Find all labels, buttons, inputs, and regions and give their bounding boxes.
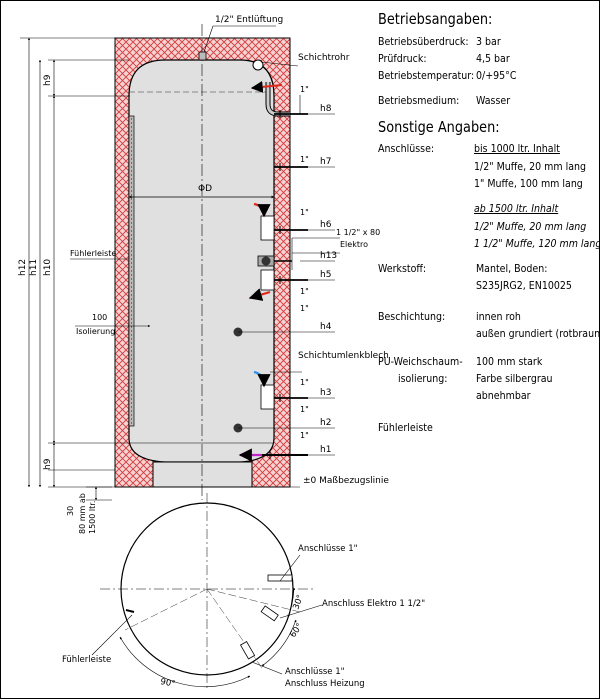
- bis1000-line2: 1" Muffe, 100 mm lang: [474, 177, 583, 190]
- fuehlerleiste-left-label: Fühlerleiste: [70, 249, 116, 258]
- h13-label: h13: [320, 251, 337, 261]
- size-label-h5: 1": [300, 287, 309, 296]
- beschichtung-value1: innen roh: [476, 310, 521, 323]
- h10-label: h10: [43, 259, 53, 276]
- flow-arrow-h5: [248, 288, 271, 301]
- nozzle-h4: [233, 327, 335, 337]
- pruefdruck-value: 4,5 bar: [476, 52, 510, 65]
- werkstoff-value1: Mantel, Boden:: [476, 262, 548, 275]
- elektro-flange: [257, 237, 340, 270]
- nozzle-h2: [233, 423, 335, 433]
- beschichtung-label: Beschichtung:: [378, 310, 446, 323]
- tank-body: [128, 59, 275, 488]
- h9-bottom-label: h9: [43, 458, 53, 470]
- nozzle-h7: [274, 163, 335, 171]
- betriebstemperatur-label: Betriebstemperatur:: [378, 69, 475, 82]
- schichtumlenkblech-label: Schichtumlenkblech: [298, 351, 389, 361]
- plan-anschluss-elektro-label: Anschluss Elektro 1 1/2": [322, 599, 425, 609]
- nozzle-h3: [270, 371, 335, 402]
- anschluesse-label: Anschlüsse:: [378, 142, 435, 155]
- vent-fitting: [198, 25, 276, 61]
- size-label-h3: 1": [300, 378, 309, 387]
- plan-angle-60: 60°: [288, 622, 305, 640]
- h12-label: h12: [18, 259, 28, 276]
- isolierung-thickness-label: 100: [92, 313, 107, 322]
- h7-label: h7: [320, 157, 331, 167]
- plan-view: [91, 493, 323, 690]
- pu-label1: PU-Weichschaum-: [378, 355, 463, 368]
- ab1500-line2: 1 1/2" Muffe, 120 mm lang: [474, 237, 600, 250]
- betriebsueberdruck-label: Betriebsüberdruck:: [378, 35, 469, 48]
- betriebsmedium-value: Wasser: [476, 94, 511, 107]
- beschichtung-value2: außen grundiert (rotbraun): [476, 327, 600, 340]
- plan-fuehlerleiste-label: Fühlerleiste: [62, 655, 111, 665]
- size-label-h8: 1": [300, 85, 309, 94]
- sensor-strip: [128, 115, 135, 427]
- plan-angle-90: 90°: [159, 677, 176, 689]
- h4-label: h4: [320, 322, 332, 332]
- foot-80-label: 80 mm ab: [78, 493, 87, 534]
- size-label-h7: 1": [300, 155, 309, 164]
- nozzle-h8: [274, 95, 335, 118]
- diameter-label: ΦD: [198, 184, 212, 194]
- vent-label: 1/2" Entlüftung: [215, 15, 283, 25]
- size-label-h2: 1": [300, 405, 309, 414]
- size-label-h4: 1": [300, 304, 309, 313]
- h2-label: h2: [320, 418, 331, 428]
- h5-label: h5: [320, 270, 331, 280]
- isolierung-label: Isolierung: [76, 327, 115, 336]
- foot-1500-label: 1500 ltr.: [88, 501, 97, 534]
- flow-arrow-top: [250, 80, 283, 93]
- h8-label: h8: [320, 104, 332, 114]
- height-dimensions: [27, 37, 98, 501]
- plan-angle-30: 30°: [291, 593, 306, 611]
- nozzle-h1: [262, 451, 335, 459]
- h6-label: h6: [320, 220, 332, 230]
- base-lines: [20, 37, 300, 501]
- plan-anschluss-heizung-label: Anschluss Heizung: [285, 679, 365, 689]
- elektro-label: Elektro: [340, 240, 368, 249]
- plan-anschluesse2-label: Anschlüsse 1": [285, 667, 345, 677]
- bis1000-line1: 1/2" Muffe, 20 mm lang: [474, 160, 587, 173]
- betriebsangaben-title: Betriebsangaben:: [378, 10, 493, 28]
- ab1500-heading: ab 1500 ltr. Inhalt: [474, 202, 559, 215]
- bis1000-heading: bis 1000 ltr. Inhalt: [474, 142, 560, 155]
- ab1500-line1: 1/2" Muffe, 20 mm lang: [474, 220, 587, 233]
- pu-value1: 100 mm stark: [476, 355, 543, 368]
- werkstoff-value2: S235JRG2, EN10025: [476, 279, 572, 292]
- base-line-label: ±0 Maßbezugslinie: [303, 476, 389, 486]
- betriebsmedium-label: Betriebsmedium:: [378, 94, 460, 107]
- h3-label: h3: [320, 388, 331, 398]
- plan-anschluesse-label: Anschlüsse 1": [298, 544, 358, 554]
- pu-value3: abnehmbar: [476, 389, 531, 402]
- betriebsueberdruck-value: 3 bar: [476, 35, 501, 48]
- sonstige-title: Sonstige Angaben:: [378, 118, 500, 136]
- foot-30-label: 30: [66, 506, 75, 516]
- nozzle-h5: [260, 269, 335, 291]
- fuehlerleiste-spec: Fühlerleiste: [378, 421, 433, 434]
- size-label-h6: 1": [300, 208, 309, 217]
- nozzle-h6: [274, 226, 335, 234]
- flow-arrow-h6: [253, 202, 271, 218]
- schichtrohr-label: Schichtrohr: [298, 53, 350, 63]
- elektro-size-label: 1 1/2" x 80: [336, 228, 380, 237]
- pu-value2: Farbe silbergrau: [476, 372, 553, 385]
- betriebstemperatur-value: 0/+95°C: [476, 69, 517, 82]
- baffles: [260, 215, 275, 410]
- werkstoff-label: Werkstoff:: [378, 262, 427, 275]
- pruefdruck-label: Prüfdruck:: [378, 52, 427, 65]
- h11-label: h11: [29, 259, 39, 276]
- h9-top-label: h9: [43, 74, 53, 86]
- size-label-h1: 1": [300, 431, 309, 440]
- pu-label2: isolierung:: [398, 372, 448, 385]
- flow-arrow-h3: [253, 370, 271, 388]
- h1-label: h1: [320, 445, 331, 455]
